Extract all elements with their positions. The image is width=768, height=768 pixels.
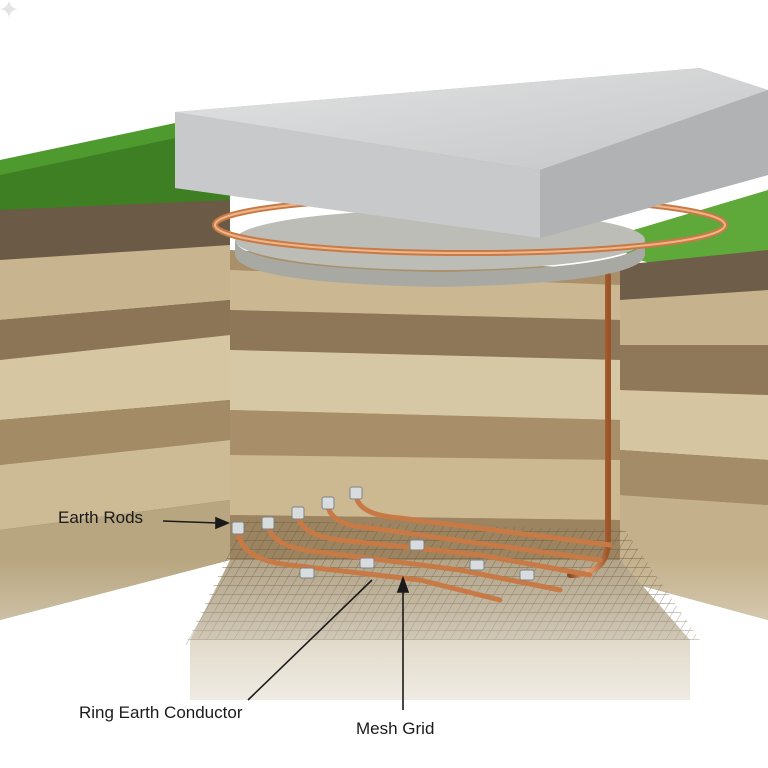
- floor-conductor: [265, 522, 563, 593]
- earth-rods-label: Earth Rods: [58, 508, 144, 527]
- clamp: [291, 506, 305, 520]
- soil-layers-back: [230, 250, 620, 560]
- rod-clamps: [231, 486, 535, 581]
- earth-rods-pointer: [162, 520, 219, 524]
- clamp: [469, 559, 485, 571]
- clamp: [321, 496, 335, 510]
- sparkle-icon: [0, 0, 18, 18]
- arrowhead: [215, 516, 231, 530]
- ring-earth-conductor-label: Ring Earth Conductor: [79, 703, 243, 722]
- clamp: [299, 567, 315, 579]
- clamp: [231, 521, 245, 535]
- clamp: [261, 516, 275, 530]
- clamp: [519, 569, 535, 581]
- callout-pointers: [162, 516, 410, 710]
- floor-conductor: [235, 527, 503, 603]
- arrowhead: [396, 575, 410, 593]
- floor-conductor: [295, 512, 593, 578]
- clamp: [409, 539, 425, 551]
- ground-fade: [0, 560, 768, 768]
- concrete-slab: [175, 68, 768, 238]
- mesh-grid-label: Mesh Grid: [356, 719, 435, 738]
- clamp: [359, 557, 375, 569]
- ring-conductor-pointer: [247, 579, 373, 701]
- clamp: [349, 486, 363, 500]
- soil-layers-left: [0, 200, 230, 620]
